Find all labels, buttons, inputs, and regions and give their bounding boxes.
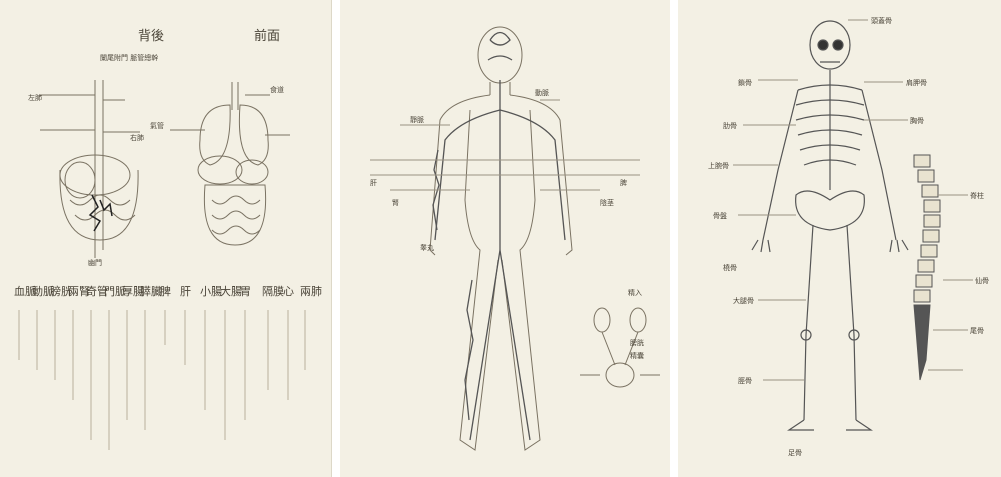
label: 仙骨	[975, 276, 989, 285]
label: 大腿骨	[733, 296, 754, 305]
label: 陰茎	[600, 198, 614, 207]
organ-list: 兩肺 心 隔膜 胃 大腸 小腸 肝 脾 膵臓 厚腸 門脈 奇管 兩腎 膀胱 動脈…	[14, 284, 322, 298]
inset-note: 膀胱	[630, 338, 644, 347]
label: 腎	[392, 198, 399, 207]
skeleton-labels: 頭蓋骨 鎖骨 肩胛骨 肋骨 胸骨 上腕骨 脊柱 骨盤 橈骨 大腿骨 仙骨 脛骨 …	[708, 16, 989, 457]
label: 足骨	[788, 449, 802, 457]
label: 橈骨	[723, 263, 737, 272]
description-lines	[19, 310, 305, 450]
organ-name: 小腸	[200, 285, 222, 298]
human-outline	[430, 27, 572, 450]
note-trachea: 氣管	[150, 121, 164, 130]
label: 肩胛骨	[906, 78, 927, 87]
label: 頭蓋骨	[871, 16, 892, 25]
organ-name: 心	[283, 285, 294, 298]
skeleton-figure: 頭蓋骨 鎖骨 肩胛骨 肋骨 胸骨 上腕骨 脊柱 骨盤 橈骨 大腿骨 仙骨 脛骨 …	[678, 0, 1001, 477]
label: 肋骨	[723, 121, 737, 130]
organs-drawing: 背後 前面 闌尾附門 脈管總幹	[0, 0, 332, 477]
inset-label: 精入	[628, 288, 642, 297]
label: 胸骨	[910, 116, 924, 125]
note-right-lung: 右肺	[130, 133, 144, 142]
vessel-figure: 靜脈 動脈 肝 脾 腎 睾丸 陰茎 精入 膀胱 精囊	[340, 0, 670, 477]
label: 骨盤	[713, 211, 727, 220]
note-pylorus: 幽門	[88, 258, 102, 267]
label: 動脈	[535, 88, 549, 97]
vessel-labels: 靜脈 動脈 肝 脾 腎 睾丸 陰茎	[370, 88, 627, 252]
label: 脊柱	[970, 191, 984, 200]
label-lines	[370, 100, 640, 190]
heading-back: 背後	[138, 29, 164, 44]
organs-panel: 背後 前面 闌尾附門 脈管總幹	[0, 0, 332, 477]
organ-name: 肝	[180, 285, 191, 298]
label: 脛骨	[738, 377, 752, 385]
inset-note: 精囊	[630, 351, 644, 360]
organ-diagram-back	[40, 80, 140, 258]
label: 尾骨	[970, 327, 984, 335]
spine-column	[914, 155, 940, 380]
organ-name: 血脈	[14, 284, 36, 298]
label: 上腕骨	[708, 161, 729, 170]
subtitle: 闌尾附門 脈管總幹	[100, 53, 158, 62]
label: 鎖骨	[738, 78, 752, 87]
label: 睾丸	[420, 243, 434, 252]
label: 脾	[620, 178, 627, 187]
vessels-panel: 靜脈 動脈 肝 脾 腎 睾丸 陰茎 精入 膀胱 精囊	[340, 0, 670, 477]
skeleton-panel: 頭蓋骨 鎖骨 肩胛骨 肋骨 胸骨 上腕骨 脊柱 骨盤 橈骨 大腿骨 仙骨 脛骨 …	[678, 0, 1001, 477]
organ-name: 大腸	[220, 284, 242, 298]
label: 靜脈	[410, 115, 424, 124]
note-esophagus: 食道	[270, 85, 284, 94]
organ-name: 兩肺	[300, 285, 322, 298]
organ-diagram-front	[170, 82, 290, 245]
organ-name: 隔膜	[262, 285, 284, 298]
heading-front: 前面	[254, 28, 280, 44]
inset-diagram	[580, 300, 660, 395]
label: 肝	[370, 179, 377, 187]
note-left-lung: 左肺	[28, 93, 42, 102]
